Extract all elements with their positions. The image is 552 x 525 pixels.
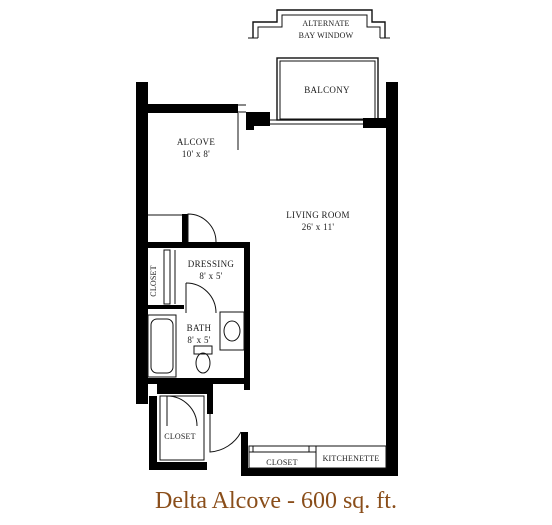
living-room-size: 26' x 11'	[302, 222, 335, 232]
bath-fixtures	[147, 311, 245, 378]
living-room-label: LIVING ROOM	[286, 210, 350, 220]
alcove-label: ALCOVE	[177, 137, 215, 147]
bath-label: BATH	[187, 323, 212, 333]
bath-size: 8' x 5'	[187, 335, 210, 345]
balcony: BALCONY	[276, 57, 379, 121]
dressing-size: 8' x 5'	[199, 271, 222, 281]
outer-walls	[136, 82, 398, 476]
floor-plan: ALTERNATE BAY WINDOW BALCONY	[136, 9, 398, 476]
dressing-label: DRESSING	[188, 259, 235, 269]
balcony-label: BALCONY	[304, 85, 350, 95]
closet-kitchen-label: CLOSET	[266, 458, 297, 467]
kitchenette-label: KITCHENETTE	[323, 454, 380, 463]
alcove-size: 10' x 8'	[182, 149, 210, 159]
closet-dressing-label: CLOSET	[149, 265, 158, 296]
bay-window-label-line2: BAY WINDOW	[299, 31, 354, 40]
interior-walls	[148, 214, 250, 414]
bay-window: ALTERNATE BAY WINDOW	[248, 9, 390, 40]
kitchenette-area	[248, 445, 387, 469]
closet-entry-label: CLOSET	[164, 432, 195, 441]
bay-window-label-line1: ALTERNATE	[302, 19, 349, 28]
plan-caption: Delta Alcove - 600 sq. ft.	[155, 488, 397, 514]
